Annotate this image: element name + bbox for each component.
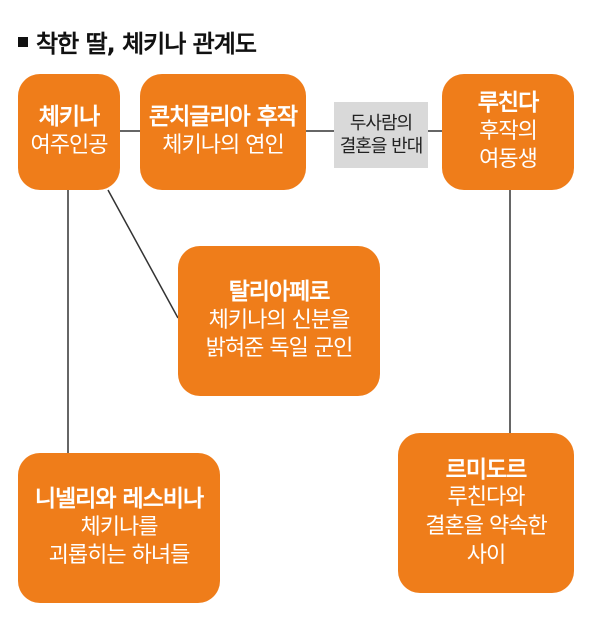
square-bullet-icon <box>18 37 28 47</box>
node-name: 르미도르 <box>445 456 528 483</box>
node-desc: 후작의 <box>479 118 538 144</box>
node-desc: 여주인공 <box>30 133 109 159</box>
edge-label-oppose: 두사람의 결혼을 반대 <box>334 102 428 168</box>
title-text: 착한 딸, 체키나 관계도 <box>36 30 257 58</box>
page-title: 착한 딸, 체키나 관계도 <box>18 24 257 59</box>
node-nella: 니넬리와 레스비나 체키나를 괴롭히는 하녀들 <box>18 453 220 603</box>
node-desc: 체키나의 연인 <box>162 133 284 159</box>
node-desc: 여동생 <box>479 147 538 173</box>
node-tagliaferro: 탈리아페로 체키나의 신분을 밝혀준 독일 군인 <box>178 246 380 396</box>
node-name: 체키나 <box>38 104 100 131</box>
edge-label-line: 결혼을 반대 <box>339 136 424 157</box>
node-name: 콘치글리아 후작 <box>148 104 298 131</box>
node-desc: 괴롭히는 하녀들 <box>48 543 191 569</box>
line-chekina-tagliaferro <box>107 189 179 319</box>
edge-label-line: 두사람의 <box>349 112 413 134</box>
node-remidoro: 르미도르 루친다와 결혼을 약속한 사이 <box>398 433 574 593</box>
node-name: 니넬리와 레스비나 <box>34 486 204 513</box>
node-luchinda: 루친다 후작의 여동생 <box>442 74 574 190</box>
node-konchi: 콘치글리아 후작 체키나의 연인 <box>140 74 306 190</box>
node-name: 탈리아페로 <box>228 279 331 306</box>
node-desc: 밝혀준 독일 군인 <box>205 336 354 362</box>
node-desc: 루친다와 <box>447 485 526 511</box>
node-desc: 사이 <box>466 542 506 568</box>
node-desc: 체키나의 신분을 <box>208 307 351 333</box>
node-desc: 체키나를 <box>80 514 159 540</box>
node-desc: 결혼을 약속한 <box>425 514 547 540</box>
node-name: 루친다 <box>477 90 539 117</box>
node-chekina: 체키나 여주인공 <box>18 74 120 190</box>
